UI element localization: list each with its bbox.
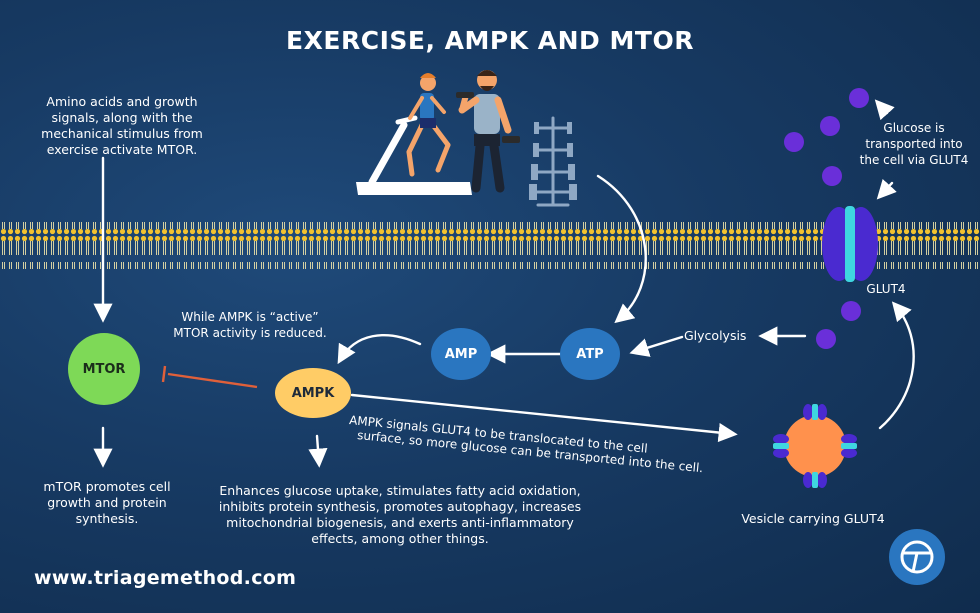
mtor-effect-label: mTOR promotes cell growth and protein sy… bbox=[43, 479, 171, 526]
ampk-effects-label: Enhances glucose uptake, stimulates fatt… bbox=[218, 483, 582, 546]
amino-acids-label: Amino acids and growth signals, along wi… bbox=[41, 94, 203, 157]
exercise-atp-arrow bbox=[596, 174, 647, 324]
ampk-vesicle-arrow bbox=[350, 393, 738, 443]
ampk-node: AMPK bbox=[275, 368, 351, 418]
cell-membrane bbox=[0, 222, 980, 269]
glycolysis-label: Glycolysis bbox=[684, 328, 747, 343]
vesicle-icon bbox=[773, 404, 857, 488]
ampk-active-label: While AMPK is “active” MTOR activity is … bbox=[173, 310, 327, 340]
glucose-molecules bbox=[784, 88, 869, 349]
vesicle-label: Vesicle carrying GLUT4 bbox=[741, 511, 885, 526]
glycolysis-atp-arrow bbox=[629, 335, 684, 357]
amp-node: AMP bbox=[431, 328, 491, 380]
page-title: EXERCISE, AMPK AND MTOR bbox=[286, 26, 694, 55]
glut4-pointer-arrow bbox=[876, 178, 897, 200]
glut4-label: GLUT4 bbox=[866, 282, 906, 296]
treadmill-runner-icon bbox=[356, 73, 472, 195]
website-link[interactable]: www.triagemethod.com bbox=[34, 567, 297, 589]
vesicle-membrane-arrow bbox=[878, 301, 915, 430]
logo-icon bbox=[889, 529, 945, 585]
dumbbell-rack-icon bbox=[529, 116, 577, 207]
ampk-effect-arrow bbox=[308, 434, 328, 468]
atp-node: ATP bbox=[560, 328, 620, 380]
inhibition-line bbox=[161, 365, 258, 389]
glut4-transporter-icon bbox=[822, 206, 878, 282]
mtor-node: MTOR bbox=[68, 333, 140, 405]
dumbbell-man-icon bbox=[456, 70, 520, 193]
glucose-transport-label: Glucose is transported into the cell via… bbox=[859, 121, 969, 167]
glucose-entry-arrow bbox=[874, 99, 895, 121]
amp-ampk-arrow bbox=[337, 334, 422, 365]
